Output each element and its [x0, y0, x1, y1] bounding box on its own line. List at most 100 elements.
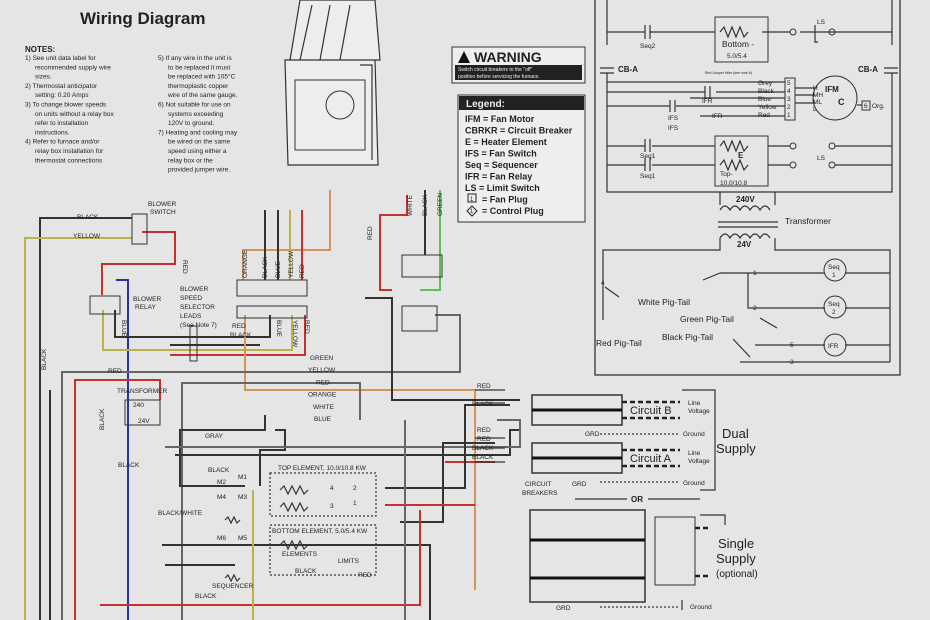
ifm-tap: H [813, 85, 818, 92]
control-plug-pin: 5 [790, 342, 794, 349]
circuit-breakers-label: BREAKERS [522, 490, 558, 497]
panel-lead-label: BLACK [422, 194, 429, 216]
control-plug-pin: 3 [790, 359, 794, 366]
note-line: thermoplastic copper [168, 83, 229, 90]
label-black-2: BLACK [118, 462, 140, 469]
sequencer-contact: M2 [217, 479, 226, 486]
label-ifs: IFS [668, 115, 679, 122]
label-seq1-2: Seq1 [640, 173, 656, 180]
note-line: instructions. [35, 129, 70, 136]
warning-title: WARNING [474, 49, 542, 65]
label-blower-relay: BLOWER [133, 296, 161, 303]
notes-heading: NOTES: [25, 45, 55, 54]
motor-lead-label: BLUE [275, 260, 282, 278]
label-blue-relay: BLUE [120, 320, 127, 338]
single-supply-label: (optional) [716, 569, 758, 580]
legend-item: = Control Plug [482, 206, 544, 216]
note-line: 1) See unit data label for [25, 55, 97, 62]
selector-label: BLOWER [180, 286, 208, 293]
limit-pin: 1 [353, 500, 357, 507]
label-seq2: Seq2 [640, 43, 656, 50]
or-label: OR [631, 495, 643, 504]
note-line: recommended supply wire [35, 64, 111, 71]
feed-label: BLACK [472, 454, 494, 461]
legend-item: E = Heater Element [465, 137, 547, 147]
coil-number: 2 [832, 309, 836, 316]
label-ls: LS [817, 19, 826, 26]
warning-box: WARNING Switch circuit breakers to the "… [451, 46, 586, 84]
legend-item: IFM = Fan Motor [465, 114, 535, 124]
legend-item: Seq = Sequencer [465, 160, 538, 170]
grd-label: GRD [585, 431, 600, 438]
grd-label: GRD [572, 481, 587, 488]
panel-lead-label: WHITE [407, 194, 414, 216]
label-red-transformer: RED [108, 368, 122, 375]
ground-label: Ground [690, 604, 712, 611]
lead-label: RED [303, 320, 310, 334]
legend-item: IFS = Fan Switch [465, 149, 537, 159]
control-plug-symbol-icon [466, 205, 478, 217]
note-line: 6) Not suitable for use on [158, 102, 231, 109]
circuit-breakers-label: CIRCUIT [525, 481, 551, 488]
label-blower-switch-2: SWITCH [150, 209, 176, 216]
note-line: 3) To change blower speeds [25, 102, 107, 109]
label-black-white: BLACK/WHITE [158, 510, 203, 517]
label-240v: 240V [736, 195, 755, 204]
label-ifr: IFR [702, 98, 713, 105]
org-pin: 6 [864, 103, 868, 110]
ground-label: Ground [683, 480, 705, 487]
wiring-harness [24, 190, 521, 620]
diagram-title: Wiring Diagram [80, 9, 205, 28]
feed-label: RED [477, 427, 491, 434]
label-bottom: Bottom - [722, 39, 754, 49]
label-e: E [738, 151, 744, 160]
label-black-vertical: BLACK [41, 348, 48, 370]
note-line: 7) Heating and cooling may [158, 129, 238, 136]
note-line: on units without a relay box [35, 111, 115, 118]
sequencer-contact: M3 [238, 494, 247, 501]
note-line: relay box or the [168, 157, 213, 164]
plug-wire-label: Yellow [758, 104, 777, 111]
label-yellow: YELLOW [73, 233, 101, 240]
label-seq1: Seq1 [640, 153, 656, 160]
coil-number: 1 [832, 272, 836, 279]
feed-label: BLACK [472, 445, 494, 452]
selector-label: LEADS [180, 313, 202, 320]
bus-wire-label: WHITE [313, 404, 335, 411]
panel-lead-label: GREEN [437, 193, 444, 216]
label-ls-2: LS [817, 155, 826, 162]
plug-wire-label: Blue [758, 96, 771, 103]
note-line: 120V to ground. [168, 120, 214, 127]
motor-lead-label: ORANGE [242, 249, 249, 278]
plug-pin: 1 [787, 112, 791, 119]
selector-label: (See Note 7) [180, 322, 217, 329]
label-sequencer: SEQUENCER [212, 583, 253, 590]
feed-label: RED [477, 383, 491, 390]
ladder-schematic [594, 0, 901, 376]
coil-label: IFR [828, 343, 839, 350]
label-top-rating: 10.0/10.8 [720, 180, 747, 187]
ifm-tap: L [813, 106, 817, 113]
line-voltage-label: Voltage [688, 458, 710, 465]
label-bottom-rating: 5.0/5.4 [727, 53, 747, 60]
label-cb-a-left: CB-A [618, 65, 638, 74]
dual-supply-label: Supply [716, 441, 756, 456]
label-black: BLACK [77, 214, 99, 221]
sequencer-contact: M4 [217, 494, 226, 501]
line-voltage-label: Line [688, 400, 701, 407]
ground-label: Ground [683, 431, 705, 438]
note-line: speed using either a [168, 148, 227, 155]
bus-wire-label: YELLOW [308, 367, 336, 374]
plug-pin: 2 [787, 104, 791, 111]
white-pigtail-label: White Pig-Tail [638, 297, 690, 307]
green-pigtail-label: Green Pig-Tail [680, 314, 734, 324]
motor-lead-label: YELLOW [288, 250, 295, 278]
sequencer-contact: M1 [238, 474, 247, 481]
label-black-selector: BLACK [230, 332, 252, 339]
single-supply-label: Supply [716, 551, 756, 566]
circuit-a-label: Circuit A [630, 453, 672, 465]
line-voltage-label: Voltage [688, 408, 710, 415]
